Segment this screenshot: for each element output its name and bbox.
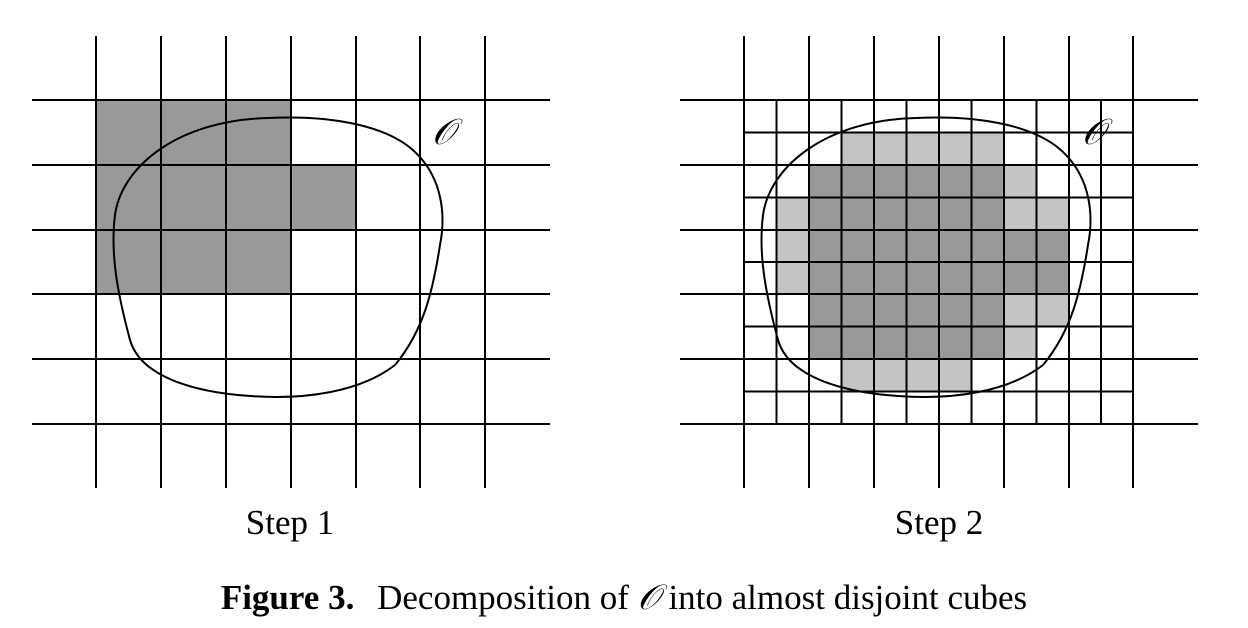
light-cube — [841, 132, 874, 165]
light-cube — [971, 132, 1004, 165]
dark-cube — [226, 165, 291, 230]
step1-grid — [32, 36, 550, 488]
step1-dark-cubes — [96, 100, 356, 294]
figure-caption: Figure 3. Decomposition of 𝒪 into almost… — [0, 578, 1248, 618]
dark-cube — [291, 165, 356, 230]
light-cube — [776, 197, 809, 230]
dark-cube — [226, 230, 291, 294]
step1-label: Step 1 — [245, 503, 335, 542]
dark-cube — [96, 100, 161, 165]
light-cube — [939, 132, 972, 165]
light-cube — [939, 359, 972, 392]
light-cube — [1004, 326, 1037, 359]
step1-domain-boundary — [112, 116, 444, 398]
caption-text-after: into almost disjoint cubes — [668, 578, 1028, 617]
light-cube — [776, 230, 809, 262]
caption-domain-symbol: 𝒪 — [637, 578, 660, 618]
light-cube — [1004, 165, 1037, 198]
light-cube — [776, 262, 809, 294]
light-cube — [906, 132, 939, 165]
step2-grid — [680, 36, 1198, 488]
dark-cube — [96, 230, 161, 294]
light-cube — [841, 359, 874, 392]
light-cube — [1004, 294, 1037, 327]
domain-symbol-step1: 𝒪 — [432, 112, 455, 153]
light-cube — [1004, 197, 1037, 230]
light-cube — [874, 132, 907, 165]
light-cube — [1036, 197, 1069, 230]
light-cube — [874, 359, 907, 392]
dark-cube — [161, 230, 226, 294]
domain-symbol-step2: 𝒪 — [1082, 112, 1105, 153]
dark-cube — [226, 100, 291, 165]
light-cube — [1036, 294, 1069, 327]
dark-cube — [161, 165, 226, 230]
step2-domain-boundary — [760, 116, 1092, 398]
caption-figure-number: Figure 3. — [220, 578, 355, 617]
caption-text-before: Decomposition of — [377, 578, 629, 617]
light-cube — [906, 359, 939, 392]
step2-label: Step 2 — [894, 503, 984, 542]
dark-cube — [96, 165, 161, 230]
